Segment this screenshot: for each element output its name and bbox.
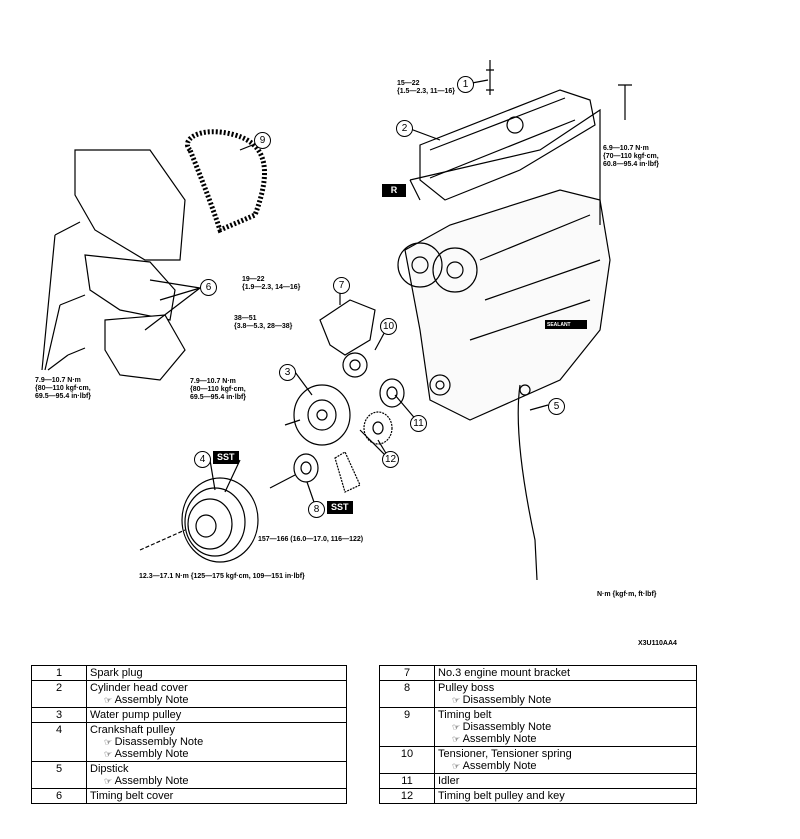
table-row: 5DipstickAssembly Note — [31, 761, 347, 789]
engine-drawing — [41, 60, 632, 581]
part-name: Water pump pulley — [90, 709, 182, 721]
part-number: 9 — [379, 707, 435, 747]
part-name: Spark plug — [90, 667, 143, 679]
reference-note[interactable]: Disassembly Note — [438, 694, 693, 706]
upper-cover-shape — [74, 149, 186, 261]
callout-1: 1 — [457, 76, 474, 93]
unit-legend: N·m {kgf·m, ft·lbf} — [597, 591, 657, 598]
reference-note[interactable]: Assembly Note — [90, 748, 343, 760]
reference-note[interactable]: Disassembly Note — [438, 721, 693, 733]
part-name: Pulley boss — [438, 682, 495, 694]
part-description: No.3 engine mount bracket — [434, 665, 697, 681]
torque-mount-bracket: 19—22 {1.9—2.3, 14—16} — [242, 276, 301, 291]
part-description: Water pump pulley — [86, 707, 347, 723]
part-name: Timing belt cover — [90, 790, 174, 802]
reference-note[interactable]: Assembly Note — [90, 694, 343, 706]
part-number: 8 — [379, 680, 435, 708]
part-number: 11 — [379, 773, 435, 789]
torque-pulley-boss: 157—166 (16.0—17.0, 116—122) — [258, 536, 364, 543]
callout-2: 2 — [396, 120, 413, 137]
part-description: Spark plug — [86, 665, 347, 681]
part-number: 1 — [31, 665, 87, 681]
part-description: Crankshaft pulleyDisassembly NoteAssembl… — [86, 722, 347, 762]
part-name: Timing belt pulley and key — [438, 790, 565, 802]
callout-12: 12 — [382, 451, 399, 468]
callout-3: 3 — [279, 364, 296, 381]
mount-bracket-shape — [319, 299, 376, 356]
r-tag: R — [382, 184, 406, 197]
water-pump-pulley-shape — [293, 384, 351, 446]
torque-water-pump: 7.9—10.7 N·m {80—110 kgf·cm, 69.5—95.4 i… — [190, 378, 247, 401]
part-name: No.3 engine mount bracket — [438, 667, 571, 679]
part-number: 4 — [31, 722, 87, 762]
part-description: Idler — [434, 773, 697, 789]
sst-tag-pulley-boss: SST — [327, 501, 353, 514]
timing-belt-shape — [185, 129, 267, 234]
callout-11: 11 — [410, 415, 427, 432]
part-description: Pulley bossDisassembly Note — [434, 680, 697, 708]
part-description: Cylinder head coverAssembly Note — [86, 680, 347, 708]
reference-note[interactable]: Assembly Note — [438, 760, 693, 772]
part-name: Timing belt — [438, 709, 492, 721]
callout-9: 9 — [254, 132, 271, 149]
part-name: Tensioner, Tensioner spring — [438, 748, 572, 760]
crankshaft-pulley-shape — [181, 477, 259, 563]
callout-10: 10 — [380, 318, 397, 335]
head-cover-shape — [419, 89, 596, 201]
callout-4: 4 — [194, 451, 211, 468]
reference-note[interactable]: Assembly Note — [438, 733, 693, 745]
sealant-label: SEALANT — [547, 322, 571, 328]
torque-crankshaft: 12.3—17.1 N·m {125—175 kgf·cm, 109—151 i… — [139, 573, 305, 580]
callout-8: 8 — [308, 501, 325, 518]
torque-spark-plug: 15—22 {1.5—2.3, 11—16} — [397, 80, 455, 95]
callout-6: 6 — [200, 279, 217, 296]
callout-7: 7 — [333, 277, 350, 294]
torque-bracket-bolt: 38—51 {3.8—5.3, 28—38} — [234, 315, 293, 330]
exploded-diagram: 1 2 3 4 5 6 7 8 9 10 11 12 SST SST R SEA… — [35, 60, 677, 647]
part-name: Cylinder head cover — [90, 682, 188, 694]
part-number: 5 — [31, 761, 87, 789]
figure-code: X3U110AA4 — [638, 640, 677, 647]
part-description: Timing beltDisassembly NoteAssembly Note — [434, 707, 697, 747]
part-number: 6 — [31, 788, 87, 804]
middle-cover-shape — [84, 254, 176, 321]
part-number: 7 — [379, 665, 435, 681]
callout-5: 5 — [548, 398, 565, 415]
reference-note[interactable]: Assembly Note — [90, 775, 343, 787]
lower-cover-shape — [104, 314, 186, 381]
part-description: Tensioner, Tensioner springAssembly Note — [434, 746, 697, 774]
part-description: Timing belt pulley and key — [434, 788, 697, 804]
part-description: Timing belt cover — [86, 788, 347, 804]
part-name: Crankshaft pulley — [90, 724, 175, 736]
part-description: DipstickAssembly Note — [86, 761, 347, 789]
dipstick-shape — [517, 384, 538, 581]
reference-note[interactable]: Disassembly Note — [90, 736, 343, 748]
part-number: 3 — [31, 707, 87, 723]
part-name: Idler — [438, 775, 460, 787]
torque-head-cover: 6.9—10.7 N·m {70—110 kgf·cm, 60.8—95.4 i… — [603, 145, 660, 168]
part-number: 12 — [379, 788, 435, 804]
part-number: 10 — [379, 746, 435, 774]
part-name: Dipstick — [90, 763, 129, 775]
torque-cover-bolts: 7.9—10.7 N·m {80—110 kgf·cm, 69.5—95.4 i… — [35, 377, 92, 400]
sst-tag-crankshaft: SST — [213, 451, 239, 464]
part-number: 2 — [31, 680, 87, 708]
